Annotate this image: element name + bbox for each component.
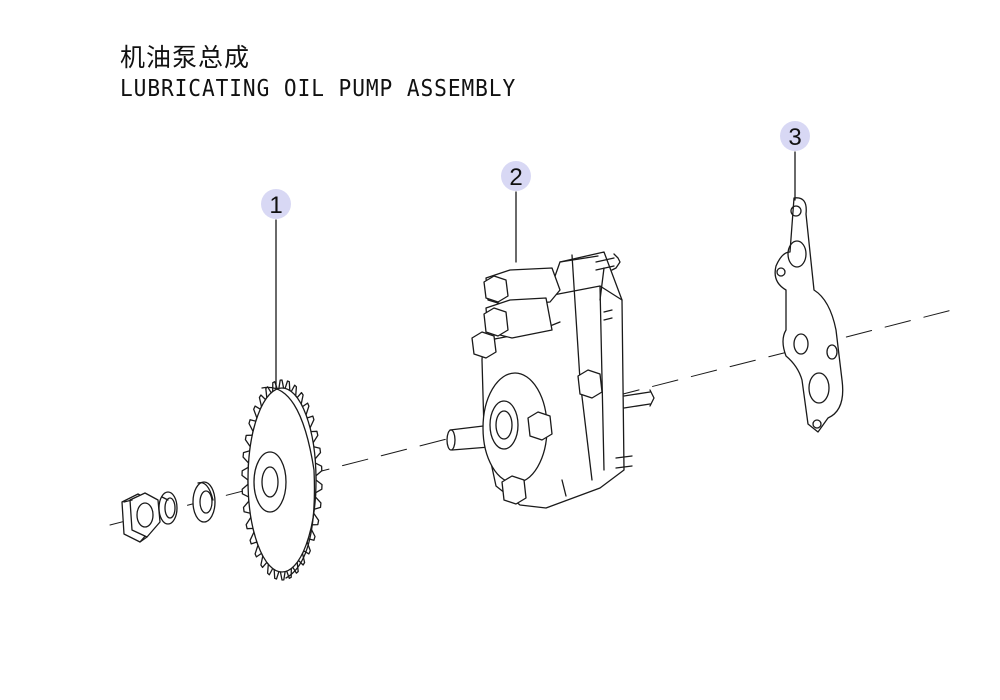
nut: [121, 492, 161, 543]
callout-number: 1: [269, 192, 282, 219]
title-english: LUBRICATING OIL PUMP ASSEMBLY: [120, 76, 517, 102]
title-chinese: 机油泵总成: [120, 43, 251, 72]
callout-number: 2: [509, 164, 522, 191]
gear: [241, 379, 323, 581]
callout-number: 3: [788, 124, 801, 151]
callout-2: 2: [501, 161, 531, 191]
callout-1: 1: [261, 189, 291, 219]
gasket: [774, 197, 844, 433]
spring-washer: [158, 491, 178, 525]
flat-washer: [192, 481, 216, 523]
oil-pump-body: [446, 251, 655, 509]
callout-3: 3: [780, 121, 810, 151]
